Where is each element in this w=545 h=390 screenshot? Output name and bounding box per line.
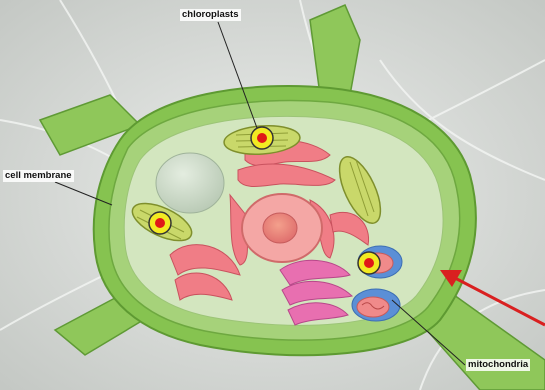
golgi-apparatus	[280, 260, 352, 325]
chloroplast-marker-left	[149, 212, 171, 234]
label-mitochondria: mitochondria	[466, 359, 530, 371]
nucleolus	[263, 213, 297, 243]
chloroplast-marker-top	[251, 127, 273, 149]
label-chloroplasts: chloroplasts	[180, 9, 241, 21]
label-cell-membrane: cell membrane	[3, 170, 74, 182]
vacuole	[156, 153, 224, 213]
mitochondria-marker	[358, 252, 380, 274]
